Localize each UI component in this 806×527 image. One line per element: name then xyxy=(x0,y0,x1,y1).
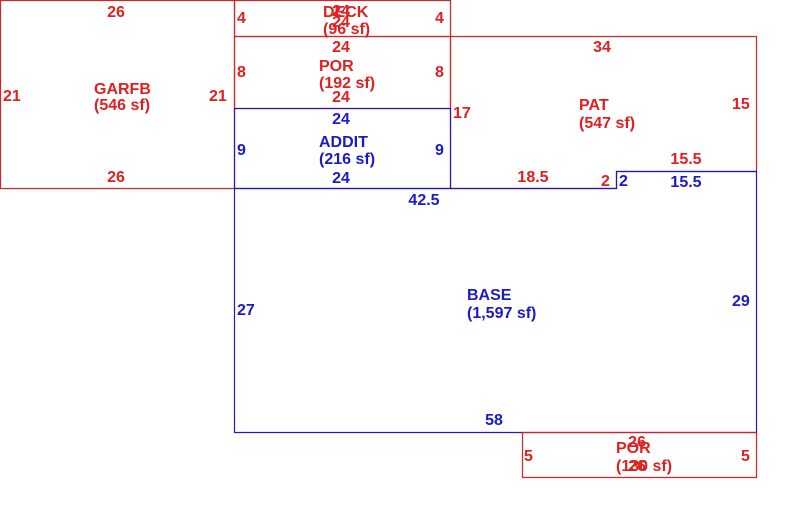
addit-top-dim: 24 xyxy=(332,111,350,128)
por-bottom-left-dim: 5 xyxy=(524,448,533,465)
garfb-left-dim: 21 xyxy=(3,88,21,105)
deck-area: (96 sf) xyxy=(323,21,370,38)
por-top-bottom-dim: 24 xyxy=(332,89,350,106)
pat-area: (547 sf) xyxy=(579,115,635,132)
addit-right-dim: 9 xyxy=(435,142,444,159)
por-bottom-bottom-dim: 26 xyxy=(628,458,646,475)
base-right-dim: 29 xyxy=(732,293,750,310)
pat-top-dim: 34 xyxy=(593,39,611,56)
garfb-area: (546 sf) xyxy=(94,97,150,114)
addit-left-dim: 9 xyxy=(237,142,246,159)
pat-step-top-dim: 15.5 xyxy=(670,151,701,168)
deck-bottom-dim: 24 xyxy=(332,14,350,31)
pat-name: PAT xyxy=(579,97,609,114)
base-top-right-dim: 15.5 xyxy=(670,174,701,191)
deck-name: DECK xyxy=(323,4,369,21)
addit-bottom-dim: 24 xyxy=(332,170,350,187)
por-top-top-dim: 24 xyxy=(332,39,350,56)
pat-step-dim: 2 xyxy=(601,173,610,190)
deck-top-dim: 24 xyxy=(332,3,350,20)
deck-right-dim: 4 xyxy=(435,10,444,27)
por-top-right-dim: 8 xyxy=(435,64,444,81)
base-top-left-dim: 42.5 xyxy=(408,192,439,209)
base-outline xyxy=(233,170,758,434)
base-bottom-dim: 58 xyxy=(485,412,503,429)
base-area: (1,597 sf) xyxy=(467,305,536,322)
garfb-right-dim: 21 xyxy=(209,88,227,105)
por-bottom-area: (130 sf) xyxy=(616,458,672,475)
garfb-bottom-dim: 26 xyxy=(107,169,125,186)
pat-bottom-dim: 18.5 xyxy=(517,169,548,186)
por-top-area: (192 sf) xyxy=(319,75,375,92)
garfb-top-dim: 26 xyxy=(107,4,125,21)
base-name: BASE xyxy=(467,287,512,304)
addit-area: (216 sf) xyxy=(319,151,375,168)
deck-left-dim: 4 xyxy=(237,10,246,27)
pat-right-dim: 15 xyxy=(732,96,750,113)
addit-name: ADDIT xyxy=(319,134,368,151)
base-step-dim: 2 xyxy=(619,173,628,190)
pat-left-dim: 17 xyxy=(453,105,471,122)
por-bottom-right-dim: 5 xyxy=(741,448,750,465)
base-left-dim: 27 xyxy=(237,302,255,319)
por-bottom-top-dim: 26 xyxy=(628,434,646,451)
por-top-left-dim: 8 xyxy=(237,64,246,81)
garfb-name: GARFB xyxy=(94,81,151,98)
por-bottom-name: POR xyxy=(616,440,651,457)
por-top-name: POR xyxy=(319,58,354,75)
por-bottom-outline xyxy=(521,431,758,479)
